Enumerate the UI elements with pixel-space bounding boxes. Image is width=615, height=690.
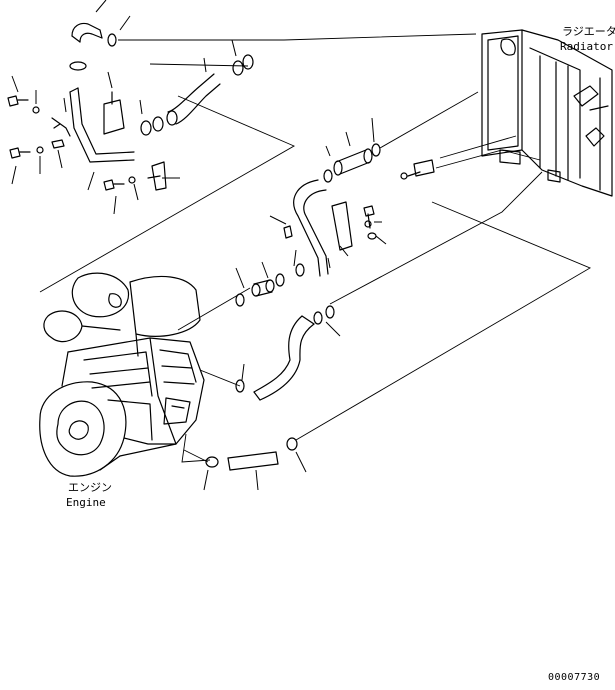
engine-label-en: Engine — [66, 496, 106, 509]
engine — [39, 272, 205, 477]
radiator — [481, 29, 613, 197]
engine-label-jp: エンジン — [68, 481, 112, 494]
figure-number: 00007730 — [548, 672, 601, 683]
upper-hose — [166, 54, 254, 126]
center-parts — [205, 143, 435, 471]
leader-lines — [11, 0, 387, 491]
radiator-label-jp: ラジエータ — [562, 25, 615, 38]
radiator-label-en: Radiator — [560, 40, 613, 53]
assembly-guides — [39, 33, 592, 463]
upper-left-parts — [7, 22, 167, 191]
